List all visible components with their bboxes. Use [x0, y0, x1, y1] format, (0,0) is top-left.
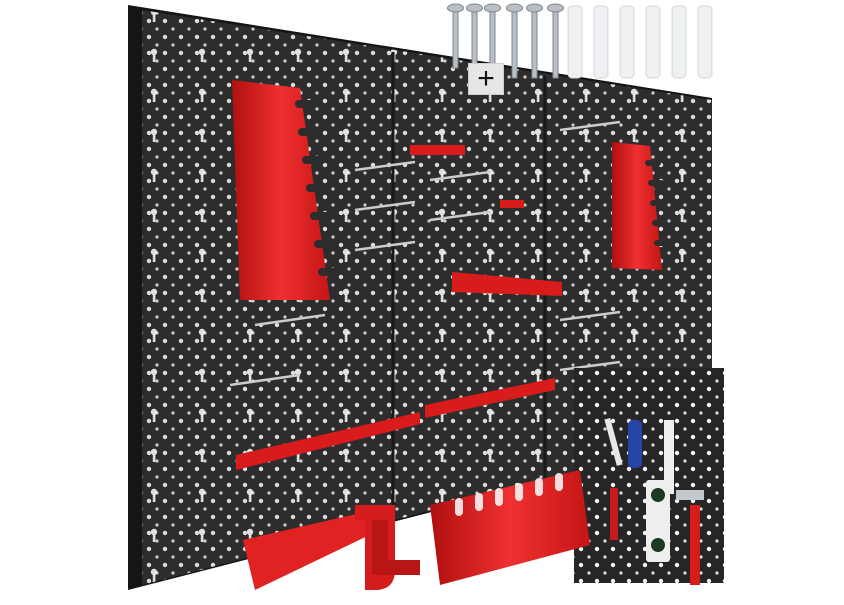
wrench-holder-large	[232, 80, 340, 300]
loose-accessories	[243, 470, 590, 590]
inset-pegboard	[574, 368, 724, 585]
screws	[447, 3, 564, 79]
wall-plugs	[567, 5, 713, 79]
wrench-holder-small	[612, 142, 668, 270]
plus-symbol: +	[468, 63, 504, 95]
red-shelf	[236, 145, 562, 470]
metal-hooks	[229, 120, 621, 387]
